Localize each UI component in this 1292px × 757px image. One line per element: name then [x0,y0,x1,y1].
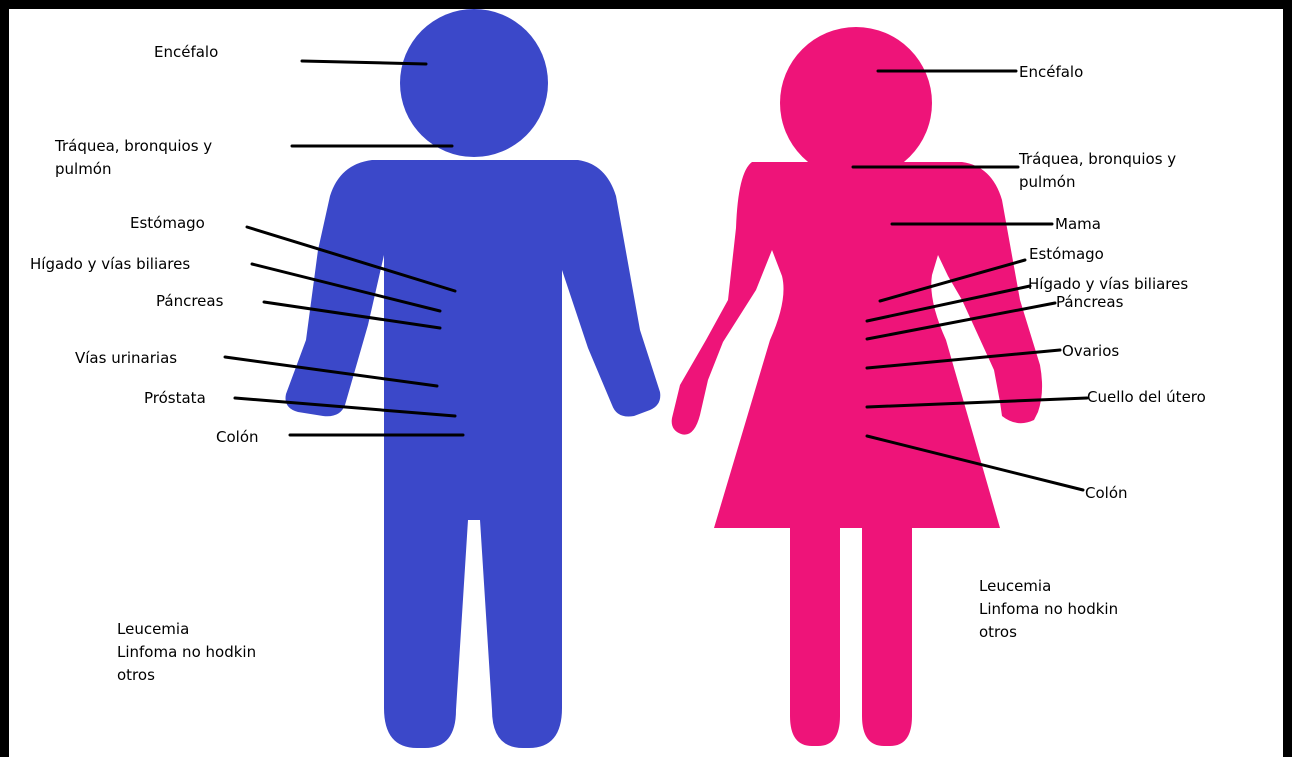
female-label-brain: Encéfalo [1019,61,1083,84]
male-label-lung-line1: Tráquea, bronquios y [55,135,212,158]
male-label-stomach: Estómago [130,212,205,235]
female-other-cancers: Leucemia Linfoma no hodkin otros [979,575,1118,644]
female-label-colon: Colón [1085,482,1128,505]
male-label-urinary: Vías urinarias [75,347,177,370]
male-label-pancreas: Páncreas [156,290,223,313]
male-label-lung-line2: pulmón [55,158,112,181]
female-dress [672,162,1042,528]
female-label-cervix: Cuello del útero [1087,386,1206,409]
female-head [780,27,932,179]
male-other-cancers: Leucemia Linfoma no hodkin otros [117,618,256,687]
female-label-pancreas: Páncreas [1056,291,1123,314]
male-label-liver: Hígado y vías biliares [30,253,190,276]
diagram-frame: Encéfalo Tráquea, bronquios y pulmón Est… [9,9,1283,757]
female-label-stomach: Estómago [1029,243,1104,266]
female-label-ovaries: Ovarios [1062,340,1119,363]
male-body [286,160,661,748]
female-label-lung-line1: Tráquea, bronquios y [1019,148,1176,171]
male-head [400,9,548,157]
female-label-lung-line2: pulmón [1019,171,1076,194]
male-label-prostate: Próstata [144,387,206,410]
male-label-brain: Encéfalo [154,41,218,64]
male-figure [286,9,661,748]
female-right-leg [862,528,912,746]
female-label-breast: Mama [1055,213,1101,236]
male-label-colon: Colón [216,426,259,449]
female-left-leg [790,528,840,746]
